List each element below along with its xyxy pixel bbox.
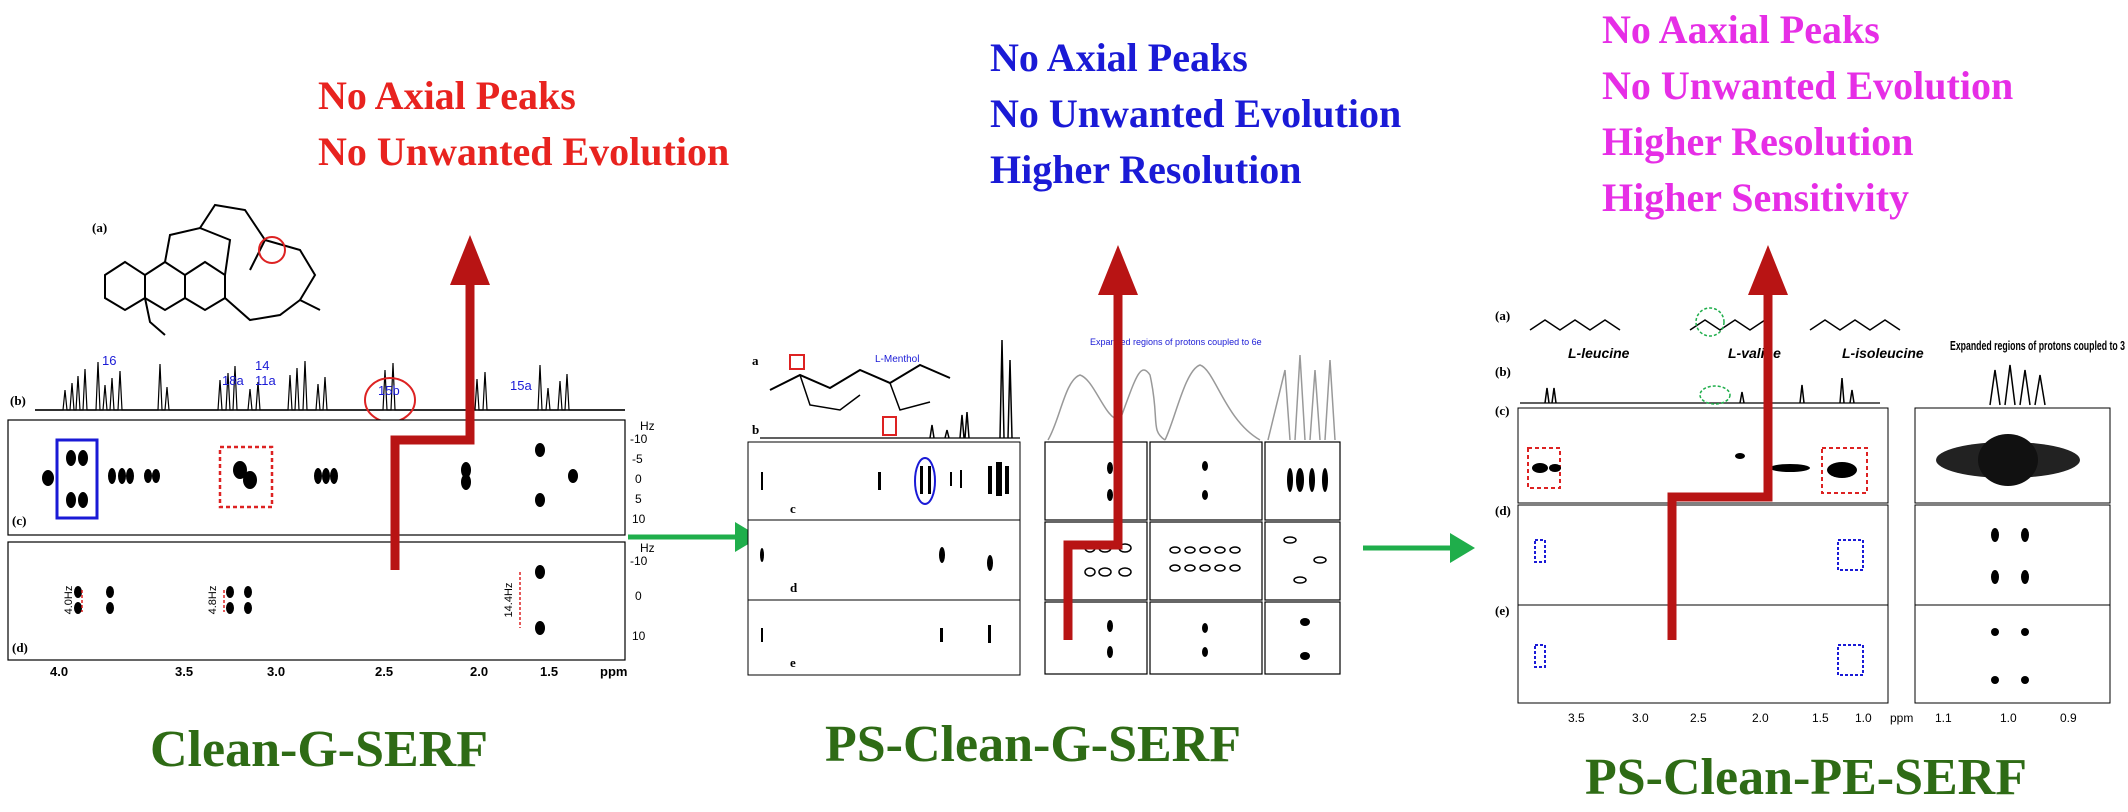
- peak-label: 15a: [510, 378, 532, 393]
- peak-label: 11a: [255, 373, 276, 388]
- tick: 2.0: [1752, 711, 1769, 725]
- coupling-label: 4.8Hz: [207, 586, 219, 615]
- label-b: (b): [1495, 364, 1511, 379]
- tick: 3.0: [1632, 711, 1649, 725]
- molecule-structure-a: (a): [92, 203, 321, 336]
- spectrum-2d-c: (c) Hz -10 -5 0 5 10: [7, 419, 655, 536]
- pulse-sequence-arrow: [1063, 285, 1123, 640]
- feature-no-aaxial-peaks: No Aaxial Peaks: [1602, 7, 1880, 52]
- tick: 5: [635, 492, 642, 506]
- label-e: e: [790, 655, 796, 670]
- label-a: a: [752, 353, 759, 368]
- feature-no-unwanted-evolution: No Unwanted Evolution: [990, 91, 1402, 136]
- coupling-label: 4.0Hz: [63, 586, 75, 615]
- label-d: (d): [12, 640, 28, 655]
- tick: 0.9: [2060, 711, 2077, 725]
- tick: 2.5: [1690, 711, 1707, 725]
- panel2-features: No Axial Peaks No Unwanted Evolution Hig…: [990, 30, 1401, 198]
- label-a: (a): [1495, 308, 1510, 323]
- expanded-caption: Expanded regions of protons coupled to 6…: [1090, 337, 1262, 347]
- feature-no-axial-peaks: No Axial Peaks: [990, 35, 1248, 80]
- molecule-label: L-Menthol: [875, 354, 919, 365]
- spectrum-2d-c3: (c): [1495, 403, 2111, 504]
- tick: 0: [635, 472, 642, 486]
- tick: 2.5: [375, 664, 393, 679]
- panel1-features: No Axial Peaks No Unwanted Evolution: [318, 68, 729, 180]
- spectrum-2d-d: (d) 4.0Hz 4.8Hz 14.4Hz Hz -10 0 10 4.0 3…: [7, 541, 655, 679]
- peak-label: 16: [102, 353, 116, 368]
- method-title-ps-clean-g-serf: PS-Clean-G-SERF: [825, 716, 1241, 773]
- expanded-regions-2: Expanded regions of protons coupled to 6…: [1044, 337, 1341, 675]
- menthol-structure: a L-Menthol: [752, 353, 951, 411]
- peak-label: 18a: [222, 373, 244, 388]
- feature-higher-sensitivity: Higher Sensitivity: [1602, 175, 1910, 220]
- method-title-ps-clean-pe-serf: PS-Clean-PE-SERF: [1585, 749, 2027, 806]
- axis-unit-hz: Hz: [640, 541, 655, 555]
- axis-unit-ppm: ppm: [600, 664, 627, 679]
- feature-higher-resolution: Higher Resolution: [1602, 119, 1914, 164]
- tick: 1.5: [540, 664, 558, 679]
- pulse-sequence-arrow: [1667, 285, 1773, 640]
- label-b: b: [752, 422, 759, 437]
- label-c: (c): [1495, 403, 1509, 418]
- axis-unit-hz: Hz: [640, 419, 655, 433]
- label-d: (d): [1495, 503, 1511, 518]
- label-c: (c): [12, 513, 26, 528]
- spectrum-1d-b2: b: [752, 339, 1020, 439]
- molecule-name-leucine: L-leucine: [1568, 345, 1630, 361]
- label-d: d: [790, 580, 798, 595]
- spectrum-1d-b3: (b): [1495, 364, 2046, 406]
- tick: 3.5: [175, 664, 193, 679]
- tick: -10: [630, 432, 648, 446]
- peak-label: 15b: [378, 383, 400, 398]
- molecule-name-isoleucine: L-isoleucine: [1842, 345, 1924, 361]
- feature-higher-resolution: Higher Resolution: [990, 147, 1302, 192]
- axis-unit-ppm: ppm: [1890, 711, 1913, 725]
- expanded-caption: Expanded regions of protons coupled to 3: [1950, 338, 2125, 353]
- tick: 1.0: [2000, 711, 2017, 725]
- peak-label: 14: [255, 358, 269, 373]
- tick: 3.5: [1568, 711, 1585, 725]
- spectrum-2d-c2: c: [747, 441, 1021, 521]
- tick: 1.0: [1855, 711, 1872, 725]
- feature-no-axial-peaks: No Axial Peaks: [318, 73, 576, 118]
- tick: -5: [632, 452, 643, 466]
- molecule-name-valine: L-valine: [1728, 345, 1781, 361]
- method-title-clean-g-serf: Clean-G-SERF: [150, 721, 488, 778]
- amino-acid-structures: (a) L-leucine L-valine L-isoleucine Expa…: [1495, 307, 2125, 361]
- pulse-sequence-arrow: [390, 275, 475, 570]
- label-a: (a): [92, 220, 107, 235]
- spectrum-2d-d2: d: [747, 519, 1021, 601]
- tick: 1.5: [1812, 711, 1829, 725]
- tick: -10: [630, 554, 648, 568]
- feature-no-unwanted-evolution: No Unwanted Evolution: [318, 129, 730, 174]
- label-b: (b): [10, 393, 26, 408]
- spectrum-2d-e3: (e) 3.5 3.0 2.5 2.0 1.5 1.0 ppm 1.1 1.0 …: [1495, 603, 2111, 725]
- spectrum-2d-e2: e: [747, 599, 1021, 676]
- tick: 10: [632, 629, 646, 643]
- tick: 0: [635, 589, 642, 603]
- tick: 4.0: [50, 664, 68, 679]
- label-e: (e): [1495, 603, 1509, 618]
- label-c: c: [790, 501, 796, 516]
- tick: 3.0: [267, 664, 285, 679]
- spectrum-2d-d3: (d): [1495, 503, 2111, 606]
- feature-no-unwanted-evolution: No Unwanted Evolution: [1602, 63, 2014, 108]
- tick: 2.0: [470, 664, 488, 679]
- spectrum-1d-b: (b) 16 14 18a 11a 15b 15a: [10, 353, 625, 423]
- tick: 10: [632, 512, 646, 526]
- coupling-label: 14.4Hz: [503, 583, 515, 618]
- panel3-features: No Aaxial Peaks No Unwanted Evolution Hi…: [1602, 2, 2013, 226]
- tick: 1.1: [1935, 711, 1952, 725]
- arrowhead: [450, 235, 490, 285]
